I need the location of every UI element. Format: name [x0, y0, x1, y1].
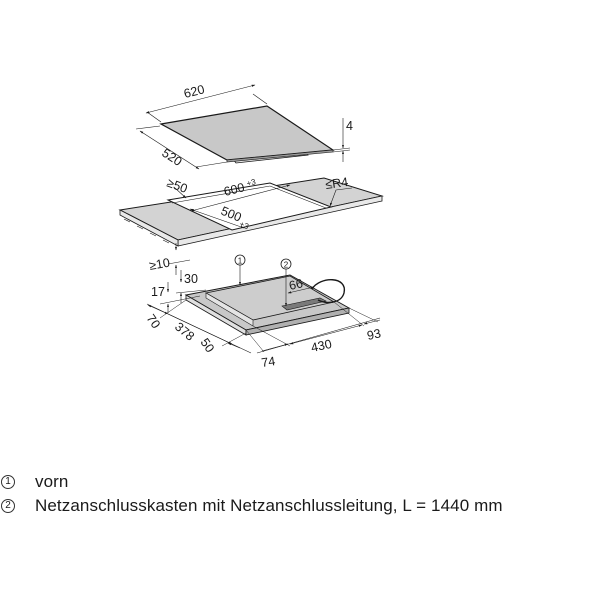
- installation-diagram: 620 520 4 ≥50 600: [118, 82, 384, 370]
- dimension-junction-box-width: 66: [287, 276, 315, 294]
- height-total-label: 30: [184, 272, 198, 286]
- junction-box: [281, 279, 345, 311]
- min-below-distance-label: ≥10: [148, 256, 171, 273]
- hob-underside-housing: [184, 274, 351, 336]
- height-housing-label: 17: [151, 285, 165, 299]
- dimension-widths: 74 430 93: [245, 301, 383, 370]
- hob-width-label: 620: [182, 82, 206, 101]
- callout-2-number: 2: [284, 261, 289, 270]
- depth-housing-label: 378: [172, 320, 197, 344]
- dimension-cutout-front-distance: ≥50: [165, 176, 189, 199]
- cutout-width-label: 600: [222, 180, 246, 199]
- cutout-depth-tolerance: +3: [238, 219, 250, 231]
- corner-radius-label: ≤R4: [324, 175, 349, 192]
- cutout-width-tolerance: +3: [246, 177, 258, 188]
- back-offset-label: 50: [198, 336, 217, 355]
- left-offset-label: 74: [260, 354, 276, 370]
- callout-1: 1: [234, 254, 246, 286]
- legend-label-junction-box: Netzanschlusskasten mit Netzanschlusslei…: [35, 496, 503, 515]
- dimension-corner-radius: ≤R4: [324, 175, 353, 207]
- callout-2: 2: [280, 258, 292, 307]
- legend-item-junction-box: 2 Netzanschlusskasten mit Netzanschlussl…: [0, 494, 600, 518]
- junction-box-width-label: 66: [288, 276, 305, 293]
- dimension-hob-thickness: 4: [332, 118, 353, 162]
- hob-thickness-label: 4: [346, 119, 353, 133]
- callout-1-number: 1: [238, 257, 243, 266]
- width-housing-label: 430: [310, 337, 333, 355]
- legend-marker-2: 2: [1, 499, 15, 513]
- dimension-cutout-width: 600 +3: [190, 177, 291, 212]
- hob-glass-plate: [159, 105, 335, 164]
- right-offset-label: 93: [366, 326, 383, 343]
- hob-depth-label: 520: [159, 146, 184, 169]
- cutout-front-distance-label: ≥50: [165, 176, 189, 196]
- legend-marker-1: 1: [1, 475, 15, 489]
- dimension-min-below-distance: ≥10: [148, 243, 191, 275]
- front-offset-label: 70: [144, 312, 163, 331]
- legend-item-front: 1 vorn: [0, 470, 600, 494]
- dimension-hob-width: 620: [145, 82, 268, 123]
- legend: 1 vorn 2 Netzanschlusskasten mit Netzans…: [0, 470, 600, 518]
- legend-label-front: vorn: [35, 472, 69, 491]
- dimension-heights: 30 17: [151, 270, 207, 313]
